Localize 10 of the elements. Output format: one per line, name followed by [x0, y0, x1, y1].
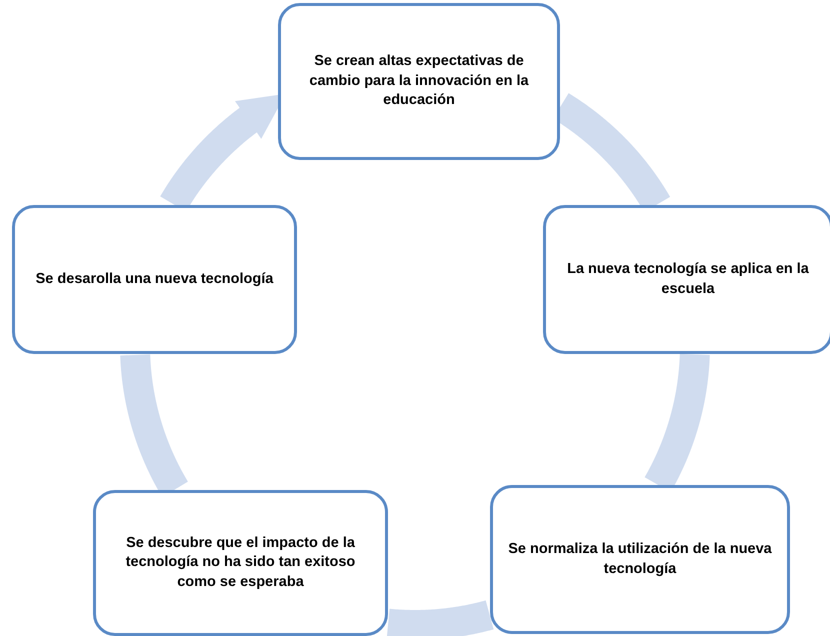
step-text: Se normaliza la utilización de la nueva tecnología [507, 540, 773, 578]
process-box [490, 485, 790, 634]
step-text: Se crean altas expectativas de cambio para la innovación en la educación [308, 52, 530, 110]
process-box [93, 490, 388, 636]
process-box [543, 205, 830, 354]
process-box [12, 205, 297, 354]
step-text: Se descubre que el impacto de la tecnología no ha sido tan exitoso como se esperaba [124, 534, 356, 592]
step-text: Se desarolla una nueva tecnología [36, 270, 274, 289]
step-text: La nueva tecnología se aplica en la escuela [566, 260, 810, 298]
process-box [278, 3, 560, 160]
